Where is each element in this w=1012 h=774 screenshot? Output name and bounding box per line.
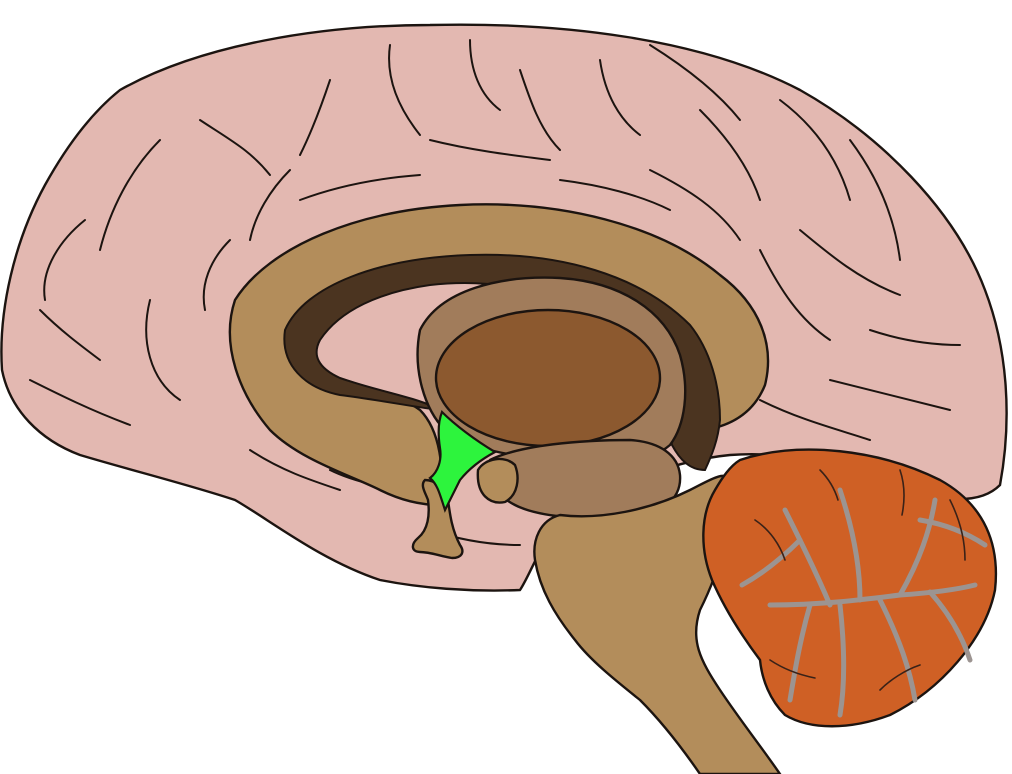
arbor-vitae (739, 487, 988, 718)
highlighted-structure (428, 410, 498, 513)
cerebellar-folia-lines (754, 469, 966, 691)
mammillary-body (476, 457, 519, 504)
sulci-lines (29, 39, 961, 546)
thalamus (434, 308, 662, 448)
